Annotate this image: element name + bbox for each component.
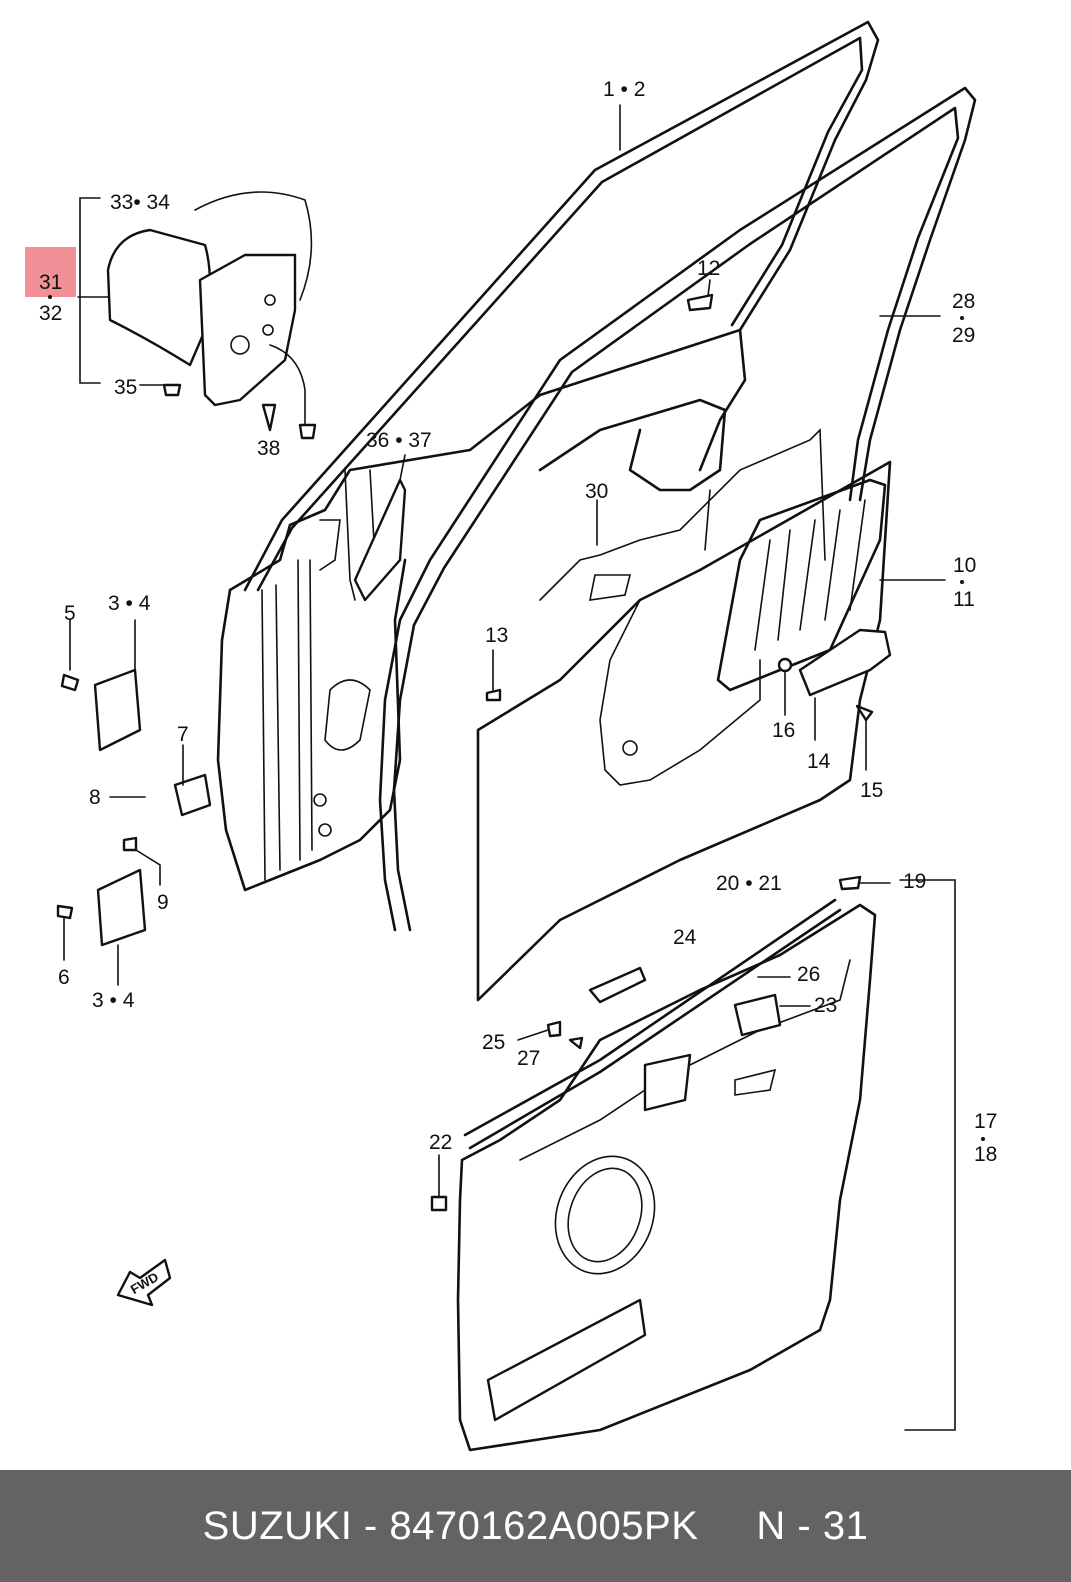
label-20-21: 20 • 21	[716, 872, 782, 895]
label-1-2: 1 • 2	[603, 78, 645, 101]
door-belt-weatherstrip	[463, 898, 842, 1150]
label-25: 25	[482, 1031, 505, 1054]
label-26: 26	[797, 963, 820, 986]
label-23: 23	[814, 994, 837, 1017]
label-32: 32	[39, 302, 62, 325]
door-shell	[216, 328, 747, 892]
label-33-34: 33• 34	[110, 191, 170, 214]
label-36-37: 36 • 37	[366, 429, 432, 452]
label-13: 13	[485, 624, 508, 647]
label-38: 38	[257, 437, 280, 460]
label-14: 14	[807, 750, 831, 773]
label-7: 7	[177, 723, 189, 746]
label-6: 6	[58, 966, 70, 989]
label-28: 28	[952, 290, 975, 313]
door-pull-handle	[777, 628, 892, 771]
label-11: 11	[953, 588, 975, 611]
label-18: 18	[974, 1143, 997, 1166]
callout-labels: 1 • 2 12 28 29 33• 34 31 32 35 38 36 • 3…	[39, 78, 997, 1166]
label-3-4-top: 3 • 4	[108, 592, 151, 615]
label-31: 31	[39, 271, 62, 294]
highlighted-part-marker	[25, 247, 76, 297]
separator-dots	[48, 295, 985, 1141]
side-mirror	[77, 191, 317, 440]
label-27: 27	[517, 1047, 540, 1070]
hinge-hardware	[56, 279, 891, 1212]
footer-bar: SUZUKI - 8470162A005PK N - 31	[0, 1470, 1071, 1582]
door-trim-board	[476, 460, 946, 1002]
door-weatherstrip-outer	[243, 20, 880, 592]
label-17: 17	[974, 1110, 997, 1133]
door-sealing-cover	[539, 428, 826, 601]
label-5: 5	[64, 602, 76, 625]
label-24: 24	[673, 926, 697, 949]
door-trim-panel	[456, 879, 956, 1452]
label-19: 19	[903, 870, 926, 893]
holder-part	[588, 966, 647, 1004]
label-30: 30	[585, 480, 608, 503]
label-35: 35	[114, 376, 137, 399]
label-15: 15	[860, 779, 883, 802]
door-glass-run	[378, 86, 977, 932]
label-8: 8	[89, 786, 101, 809]
label-3-4-bottom: 3 • 4	[92, 989, 135, 1012]
door-parts-diagram: FWD 1 • 2 12 28 29 33• 34 31 32 35 38 36…	[39, 20, 997, 1452]
label-9: 9	[157, 891, 169, 914]
label-12: 12	[697, 257, 720, 280]
fwd-arrow-icon: FWD	[116, 1258, 172, 1307]
label-16: 16	[772, 719, 795, 742]
label-29: 29	[952, 324, 975, 347]
label-10: 10	[953, 554, 976, 577]
label-22: 22	[429, 1131, 452, 1154]
part-number-caption: SUZUKI - 8470162A005PK N - 31	[202, 1503, 869, 1548]
inner-handle-bezel	[733, 993, 811, 1037]
